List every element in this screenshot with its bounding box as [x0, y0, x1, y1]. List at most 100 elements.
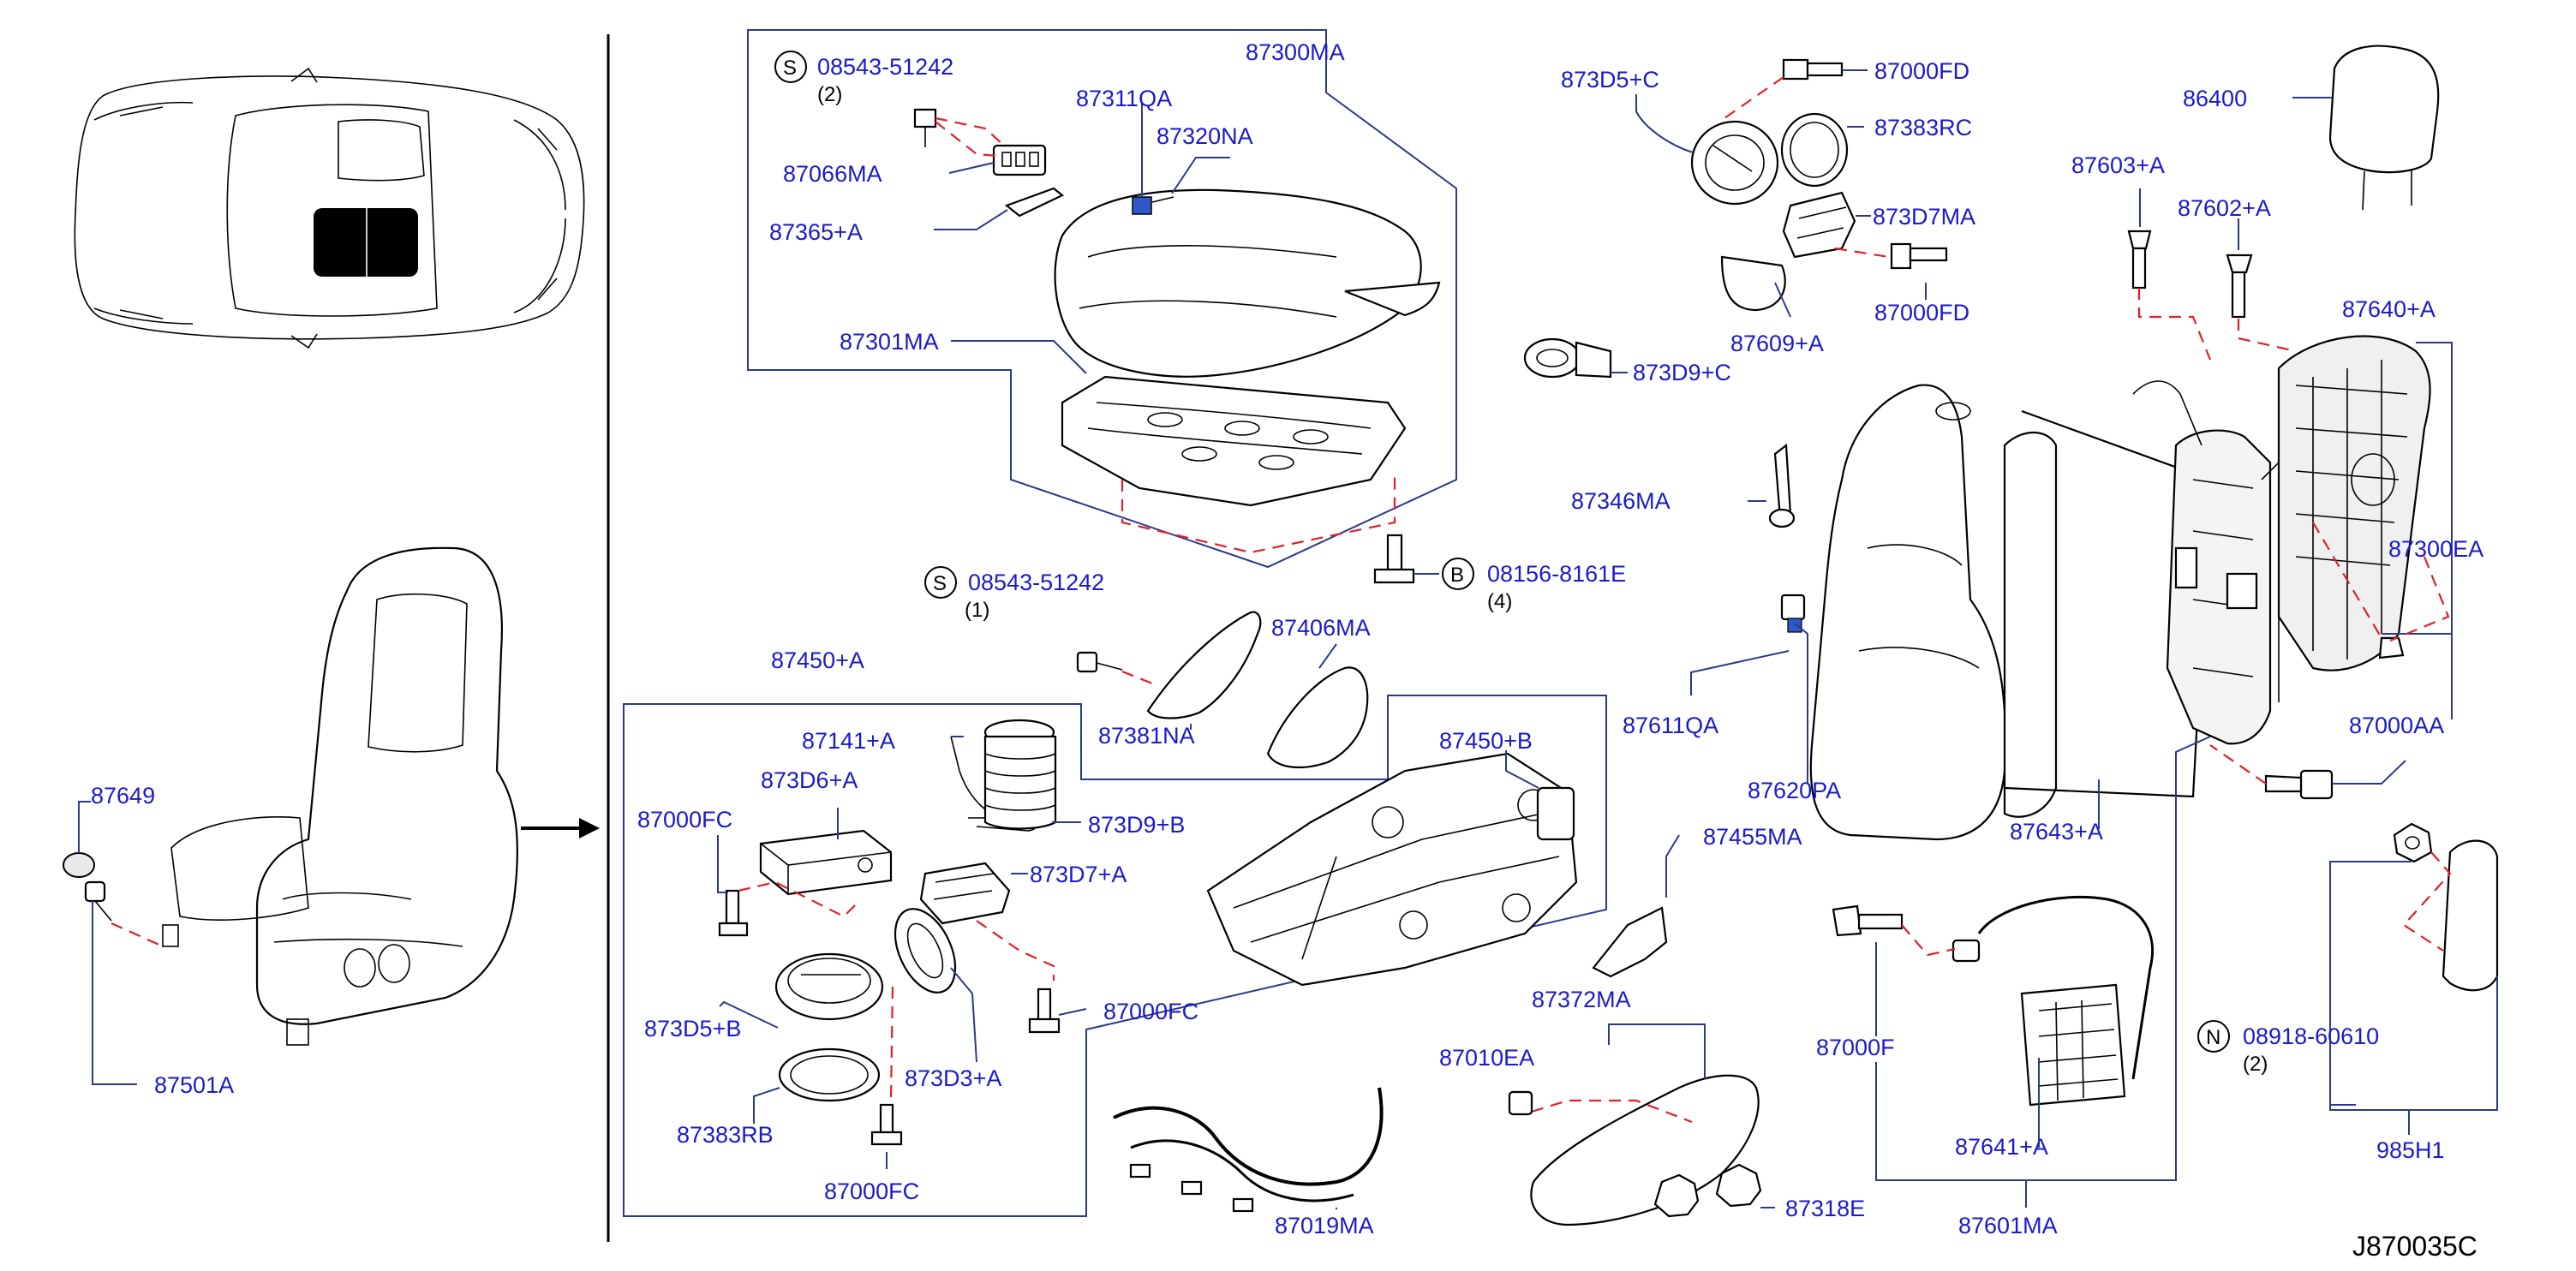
- label-87000FC-c: 87000FC: [824, 1179, 919, 1204]
- label-08543-51242-mid-qty: (1): [965, 599, 989, 622]
- label-87300MA: 87300MA: [1246, 39, 1345, 65]
- label-87602A: 87602+A: [2178, 195, 2271, 221]
- symbol-b: [1442, 558, 1474, 590]
- label-87406MA: 87406MA: [1271, 615, 1371, 641]
- motor-873D6A: [759, 808, 893, 896]
- strap-87346MA: [1748, 443, 1796, 528]
- label-87301MA: 87301MA: [840, 329, 939, 355]
- label-873D9B: 873D9+B: [1088, 812, 1185, 838]
- label-873D6A: 873D6+A: [761, 767, 858, 793]
- bellows-873D9B: [983, 719, 1081, 830]
- label-87649: 87649: [91, 783, 155, 809]
- back-panel-87640A: [2277, 335, 2453, 719]
- symbol-b-letter: B: [1450, 564, 1464, 587]
- label-87000FD-b: 87000FD: [1874, 300, 1969, 325]
- seal-873D3A: [894, 908, 977, 1063]
- seat-highlight: [314, 208, 418, 277]
- label-87611QA: 87611QA: [1623, 713, 1718, 738]
- label-08156-8161E: 08156-8161E: [1487, 561, 1626, 587]
- guide-87602A: [2226, 218, 2297, 353]
- clip-87000AA: [2312, 522, 2450, 659]
- nut-08918-60610: [2329, 822, 2433, 1106]
- label-86400: 86400: [2183, 86, 2247, 111]
- label-08543-51242-mid: 08543-51242: [968, 570, 1104, 595]
- side-cover-87372MA: [1530, 1023, 1760, 1226]
- seat-back-frame: [2132, 380, 2314, 745]
- part-87365A: [934, 187, 1065, 230]
- ring-87383RB: [753, 1047, 881, 1124]
- label-87311QA: 87311QA: [1076, 86, 1172, 111]
- leader-87620PA: [1794, 623, 1808, 784]
- bolt-87000F: [1832, 904, 1956, 1036]
- label-87010EA: 87010EA: [1439, 1045, 1534, 1071]
- label-08543-51242-top: 08543-51242: [817, 54, 953, 80]
- lumbar-support-87641A: [1951, 895, 2155, 1148]
- symbol-n-letter: N: [2206, 1026, 2220, 1049]
- group-87300MA-outline: [747, 29, 1457, 569]
- car-top-view: [74, 67, 585, 349]
- symbol-s-top-letter: S: [783, 57, 797, 80]
- label-87383RC: 87383RC: [1874, 115, 1972, 140]
- valve-873D9C: [1523, 337, 1628, 379]
- label-87365A: 87365+A: [769, 219, 863, 245]
- part-87066MA: [948, 144, 1047, 176]
- part-87311QA: [1132, 103, 1152, 215]
- label-87019MA: 87019MA: [1275, 1213, 1374, 1238]
- full-seat-illustration: [162, 546, 518, 1046]
- label-87000AA: 87000AA: [2349, 713, 2444, 738]
- label-87000FC-b: 87000FC: [1103, 999, 1198, 1024]
- bolt-87000FC-b: [1028, 988, 1087, 1034]
- seat-back-cover: [1809, 384, 2058, 841]
- label-873D7A: 873D7+A: [1030, 862, 1127, 887]
- clip-87010EA: [1508, 1090, 1533, 1116]
- label-87066MA: 87066MA: [783, 161, 882, 187]
- seat-track-87450B: [1206, 750, 1578, 987]
- label-87601MA: 87601MA: [1958, 1213, 2058, 1238]
- pump-873D5C: [1635, 94, 1779, 206]
- label-87372MA: 87372MA: [1532, 987, 1631, 1012]
- label-87603A: 87603+A: [2071, 152, 2165, 178]
- actuator-873D7MA: [1782, 191, 1890, 259]
- part-87501A: [84, 880, 164, 1085]
- leader-87301MA: [951, 340, 1087, 374]
- bolt-87000FD-b: [1890, 242, 1948, 300]
- symbol-s-mid-letter: S: [933, 572, 947, 595]
- cover-87609A: [1720, 255, 1791, 318]
- label-873D5C: 873D5+C: [1561, 67, 1659, 92]
- pump-873D5B: [719, 952, 894, 1101]
- diagram-reference: J870035C: [2352, 1231, 2477, 1262]
- label-87300EA: 87300EA: [2388, 536, 2483, 562]
- symbol-s-mid: [924, 566, 957, 599]
- label-87320NA: 87320NA: [1157, 123, 1253, 149]
- label-985H1: 985H1: [2376, 1137, 2445, 1163]
- label-08156-8161E-qty: (4): [1487, 590, 1512, 613]
- label-87346MA: 87346MA: [1571, 488, 1671, 514]
- label-87000FC-a: 87000FC: [637, 807, 732, 832]
- symbol-s-top: [774, 51, 807, 83]
- leader-87300EA: [2382, 617, 2453, 635]
- cover-985H1: [2329, 839, 2499, 1135]
- label-87318E: 87318E: [1785, 1196, 1865, 1221]
- label-87455MA: 87455MA: [1703, 824, 1802, 850]
- bolt-87000AA: [2209, 744, 2406, 800]
- label-87381NA: 87381NA: [1098, 723, 1195, 749]
- label-87141A: 87141+A: [802, 728, 895, 754]
- part-87611QA: [1690, 594, 1806, 695]
- label-87450B: 87450+B: [1439, 728, 1533, 754]
- bolt-87000FC-c: [870, 1103, 903, 1169]
- arrow-to-exploded: [521, 818, 600, 838]
- screw-08543-mid: [1076, 651, 1153, 685]
- bolt-87000FD-a: [1721, 58, 1868, 121]
- labels: 87649 87501A S 08543-51242 (2) 87311QA 8…: [91, 39, 2483, 1262]
- label-08543-51242-top-qty: (2): [817, 83, 842, 106]
- label-87643A: 87643+A: [2010, 819, 2103, 844]
- label-87641A: 87641+A: [1955, 1134, 2048, 1160]
- lever-87455MA: [1592, 834, 1680, 978]
- screw-08543-top: [913, 108, 1003, 158]
- knob-87318E: [1653, 1163, 1775, 1218]
- label-08918-60610-qty: (2): [2243, 1053, 2268, 1076]
- label-87000F: 87000F: [1816, 1035, 1895, 1060]
- group-87450A-outline: [623, 695, 1607, 1217]
